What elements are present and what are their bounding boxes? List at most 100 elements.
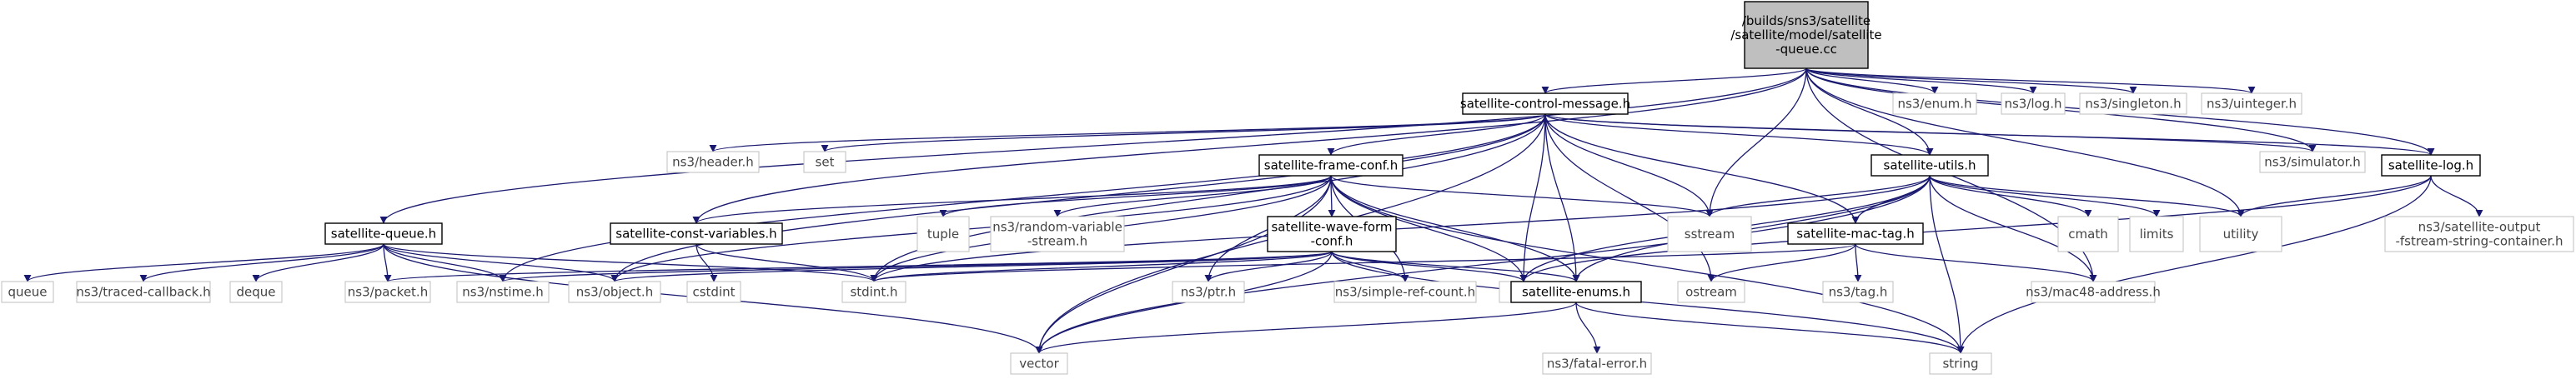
node-simulator: ns3/simulator.h xyxy=(2259,151,2366,173)
node-box xyxy=(1542,352,1652,375)
node-mac48: ns3/mac48-address.h xyxy=(2026,281,2161,303)
edge-sat_queue-to-stdint xyxy=(383,243,878,282)
edge-utils-to-sat_enums xyxy=(1572,175,1931,282)
node-control-message[interactable]: satellite-control-message.h xyxy=(1460,92,1630,115)
node-box xyxy=(2001,92,2066,115)
node-box xyxy=(803,151,846,173)
node-output-fstream: ns3/satellite-output-fstream-string-cont… xyxy=(2384,216,2574,252)
node-root[interactable]: /builds/sns3/satellite/satellite/model/s… xyxy=(1730,1,1882,69)
edge-sat_log-to-utility xyxy=(2237,175,2432,217)
node-wave-form[interactable]: satellite-wave-form-conf.h xyxy=(1267,216,1397,252)
node-utility: utility xyxy=(2199,216,2282,252)
node-label: utility xyxy=(2223,227,2259,242)
node-label: ns3/tag.h xyxy=(1829,285,1888,300)
node-label: queue xyxy=(8,285,48,300)
node-box xyxy=(229,281,283,303)
node-mac-tag[interactable]: satellite-mac-tag.h xyxy=(1787,222,1924,245)
node-label: ostream xyxy=(1685,285,1737,300)
edge-frame_conf-to-random_var xyxy=(1053,175,1332,217)
edge-root-to-utils xyxy=(1805,67,1934,156)
node-box xyxy=(1822,281,1894,303)
node-label: vector xyxy=(1019,357,1059,372)
node-deque: deque xyxy=(229,281,283,303)
edge-root-to-control_message xyxy=(1541,67,1807,94)
node-uinteger: ns3/uinteger.h xyxy=(2201,92,2302,115)
edge-control_message-to-mac_tag xyxy=(1544,113,1860,224)
edge-mac_tag-to-stdint xyxy=(870,243,1856,282)
node-utils[interactable]: satellite-utils.h xyxy=(1870,154,1989,177)
node-stdint: stdint.h xyxy=(841,281,906,303)
node-label: ns3/fatal-error.h xyxy=(1547,357,1647,372)
node-box xyxy=(1172,281,1245,303)
node-label: ns3/enum.h xyxy=(1897,97,1971,112)
node-ostream: ostream xyxy=(1677,281,1745,303)
edge-utils-to-cmath xyxy=(1929,175,2092,217)
edge-utils-to-string xyxy=(1929,175,1965,354)
edge-frame_conf-to-vector xyxy=(1035,175,1332,354)
edge-sat_log-to-output_fstream xyxy=(2430,175,2483,217)
node-box xyxy=(1,281,54,303)
node-sat-enums[interactable]: satellite-enums.h xyxy=(1510,281,1642,303)
node-box xyxy=(1510,281,1642,303)
node-label: ns3/uinteger.h xyxy=(2207,97,2297,112)
node-label: tuple xyxy=(927,227,959,242)
node-box xyxy=(990,216,1125,252)
node-object: ns3/object.h xyxy=(568,281,661,303)
edge-root-to-sstream xyxy=(1705,67,1807,217)
node-box xyxy=(2079,92,2187,115)
node-sat-queue[interactable]: satellite-queue.h xyxy=(324,222,443,245)
node-ptr: ns3/ptr.h xyxy=(1172,281,1245,303)
edge-sat_queue-to-deque xyxy=(252,243,384,282)
node-label: ns3/satellite-output xyxy=(2418,220,2541,235)
edge-root-to-sat_queue xyxy=(379,67,1807,224)
node-label: ns3/ptr.h xyxy=(1181,285,1236,300)
node-label: -fstream-string-container.h xyxy=(2395,234,2563,249)
node-sat-log[interactable]: satellite-log.h xyxy=(2381,154,2481,177)
node-box xyxy=(324,222,443,245)
node-box xyxy=(1677,281,1745,303)
node-label: ns3/object.h xyxy=(576,285,653,300)
edge-sat_log-to-map xyxy=(1519,175,2432,282)
edge-root-to-const_vars xyxy=(692,67,1807,224)
node-traced-cb: ns3/traced-callback.h xyxy=(76,281,211,303)
edge-sat_log-to-string xyxy=(1956,175,2432,354)
node-label: ns3/mac48-address.h xyxy=(2026,285,2161,300)
node-cstdint: cstdint xyxy=(686,281,741,303)
edge-const_vars-to-stdint xyxy=(695,243,878,282)
edge-wave_form-to-stdint xyxy=(870,251,1333,282)
edge-root-to-uinteger xyxy=(1805,67,2256,94)
node-box xyxy=(456,281,550,303)
node-const-vars[interactable]: satellite-const-variables.h xyxy=(610,222,783,245)
node-label: ns3/simulator.h xyxy=(2264,155,2361,170)
edge-utils-to-stdint xyxy=(870,175,1931,282)
edge-control_message-to-frame_conf xyxy=(1327,113,1546,156)
node-label: ns3/random-variable xyxy=(992,220,1122,235)
node-box xyxy=(2381,154,2481,177)
node-box xyxy=(1787,222,1924,245)
node-box xyxy=(2129,216,2184,252)
edge-utils-to-utility xyxy=(1929,175,2245,217)
node-sstream: sstream xyxy=(1667,216,1752,252)
edge-const_vars-to-cstdint xyxy=(695,243,718,282)
node-box xyxy=(1870,154,1989,177)
node-singleton: ns3/singleton.h xyxy=(2079,92,2187,115)
node-label: stdint.h xyxy=(850,285,897,300)
node-label: set xyxy=(816,155,835,170)
node-box xyxy=(1010,352,1068,375)
node-box xyxy=(841,281,906,303)
node-box xyxy=(1333,281,1477,303)
node-label: cstdint xyxy=(692,285,735,300)
node-label: sstream xyxy=(1685,227,1735,242)
edge-frame_conf-to-sat_enums xyxy=(1330,175,1580,282)
node-label: satellite-frame-conf.h xyxy=(1264,158,1398,173)
edge-wave_form-to-sat_enums xyxy=(1331,251,1580,282)
node-label: satellite-const-variables.h xyxy=(615,227,776,242)
node-enum: ns3/enum.h xyxy=(1892,92,1977,115)
node-label: -conf.h xyxy=(1311,234,1353,249)
edge-control_message-to-sat_enums xyxy=(1544,113,1580,282)
node-frame-conf[interactable]: satellite-frame-conf.h xyxy=(1258,154,1403,177)
edge-frame_conf-to-sstream xyxy=(1330,175,1714,217)
node-packet: ns3/packet.h xyxy=(344,281,431,303)
